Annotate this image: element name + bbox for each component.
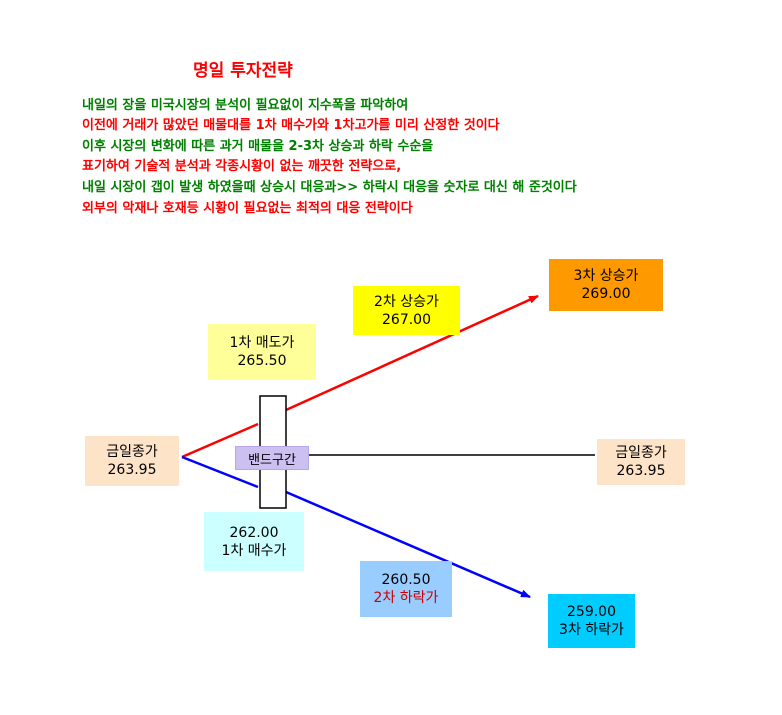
fall2-label: 2차 하락가 [373,590,439,606]
rise-line-short [181,422,259,459]
page-title: 명일 투자전략 [193,61,293,81]
rise-line-long [285,294,539,412]
rise3-label: 3차 상승가 [573,268,639,284]
buy1-box: 262.00 1차 매수가 [204,512,304,571]
description-line-2: 이전에 거래가 많았던 매물대를 1차 매수가와 1차고가를 미리 산정한 것이… [82,118,500,133]
close-right-value: 263.95 [616,463,666,479]
fall2-value: 260.50 [381,572,431,588]
close-left-label: 금일종가 [106,444,158,460]
rise2-label: 2차 상승가 [374,293,439,310]
sell1-box: 1차 매도가 265.50 [208,324,316,380]
rise3-box: 3차 상승가 269.00 [549,259,663,311]
description-line-5: 내일 시장이 갭이 발생 하였을때 상승시 대응과>> 하락시 대응을 숫자로 … [82,180,577,195]
band-label: 밴드구간 [235,446,309,470]
description-line-6: 외부의 악재나 호재등 시황이 필요없는 최적의 대응 전략이다 [82,201,413,216]
sell1-label: 1차 매도가 [229,335,295,351]
fall2-box: 260.50 2차 하락가 [360,561,452,617]
buy1-label: 1차 매수가 [221,542,287,559]
rise2-box: 2차 상승가 267.00 [353,286,460,335]
description-line-3: 이후 시장의 변화에 따른 과거 매물을 2-3차 상승과 하락 수순을 [82,139,434,154]
close-left-value: 263.95 [107,462,157,478]
close-right-box: 금일종가 263.95 [597,439,685,485]
fall-line-short [181,455,259,489]
rise3-value: 269.00 [581,286,631,302]
description-line-4: 표기하여 기술적 분석과 각종시황이 없는 깨끗한 전략으로, [82,159,402,174]
fall3-label: 3차 하락가 [559,622,624,638]
sell1-value: 265.50 [237,353,287,369]
close-right-label: 금일종가 [615,445,667,461]
fall-line-long [285,490,531,599]
rise2-value: 267.00 [382,311,431,328]
fall3-value: 259.00 [567,604,616,620]
fall3-box: 259.00 3차 하락가 [548,594,635,648]
description-line-1: 내일의 장을 미국시장의 분석이 필요없이 지수폭을 파악하여 [82,98,409,113]
close-left-box: 금일종가 263.95 [85,436,179,486]
buy1-value: 262.00 [229,524,279,541]
